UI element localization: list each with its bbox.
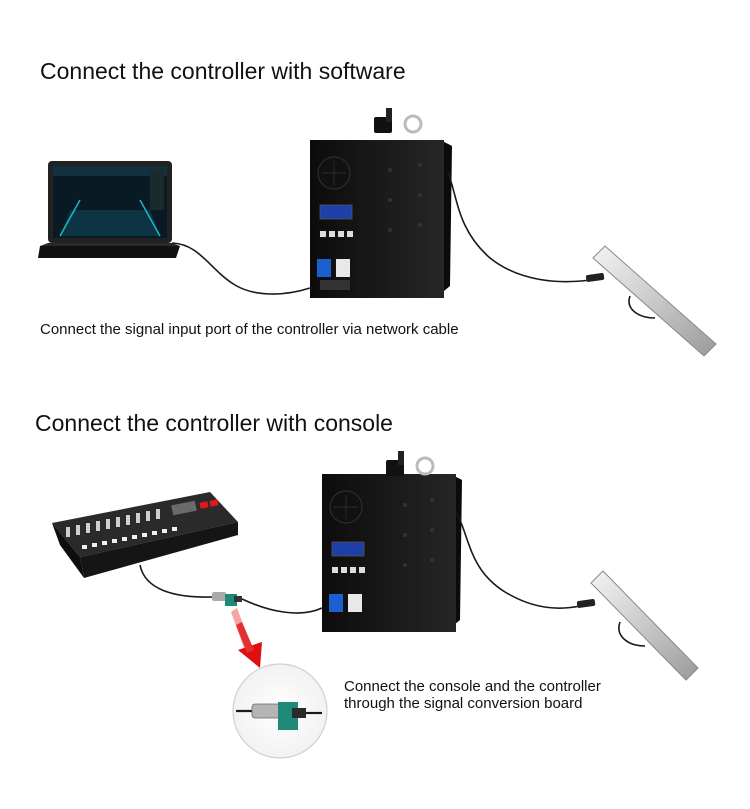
output-cable-bottom <box>456 512 581 609</box>
caption-line-2: through the signal conversion board <box>344 695 583 712</box>
zoom-arrow-icon <box>231 608 262 668</box>
console-icon <box>52 492 238 578</box>
conversion-board-icon <box>212 592 242 606</box>
controller-box-bottom <box>322 451 462 632</box>
output-cable-top <box>447 171 591 283</box>
zoom-detail-circle <box>232 663 328 759</box>
section-heading-console: Connect the controller with console <box>35 410 393 436</box>
caption-network-cable: Connect the signal input port of the con… <box>40 321 459 338</box>
caption-conversion-board: Connect the console and the controller t… <box>344 678 601 712</box>
dmx-cable-controller <box>241 598 323 614</box>
laptop-icon <box>38 161 180 258</box>
section-heading-software: Connect the controller with software <box>40 58 406 84</box>
network-cable-top <box>171 242 311 295</box>
led-tube-top <box>585 245 717 357</box>
controller-box-top <box>310 108 452 298</box>
dmx-cable-console <box>139 564 213 598</box>
led-tube-bottom <box>576 570 699 681</box>
caption-line-1: Connect the console and the controller <box>344 678 601 695</box>
